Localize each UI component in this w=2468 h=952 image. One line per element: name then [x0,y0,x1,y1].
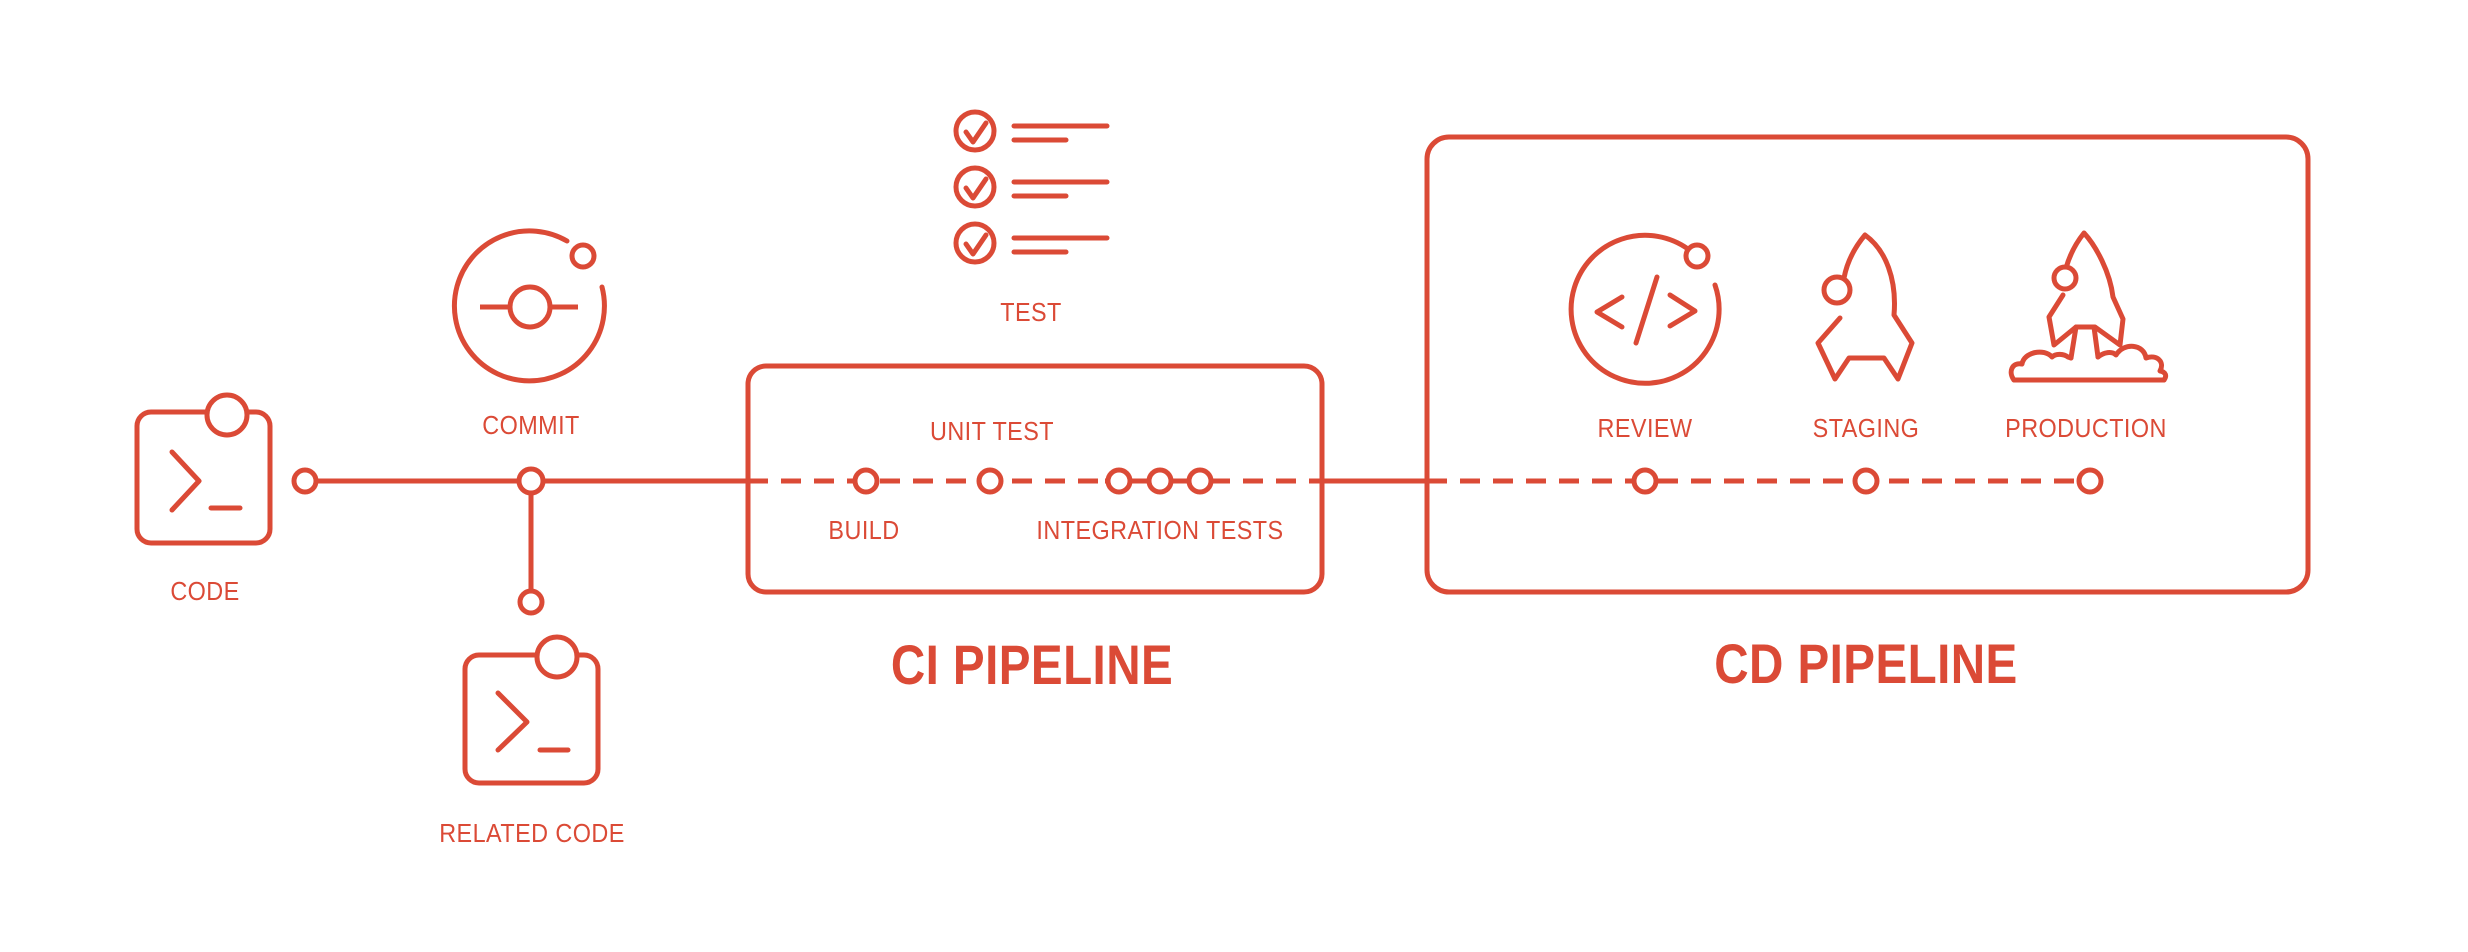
cd-pipeline-box [1424,134,2311,595]
check-mark-icon [963,232,989,257]
code-prompt-chevron [169,449,202,513]
staging-node [1852,467,1880,495]
commit-center-circle [507,284,553,330]
staging-label: STAGING [1813,415,1920,443]
production-node [2076,467,2104,495]
unit-test-label: UNIT TEST [930,418,1054,446]
integration-node-1 [1105,467,1133,495]
test-label: TEST [1000,299,1062,327]
related-code-label: RELATED CODE [439,820,625,848]
staging-rocket-icon [1815,232,1915,382]
commit-label: COMMIT [482,412,580,440]
review-slash [1633,274,1660,346]
related-code-terminal-icon [462,634,601,786]
review-code-orbit-icon [1568,232,1722,386]
checklist-row-2 [953,165,1110,209]
commit-orbit-arc [451,228,607,384]
staging-rocket-body [1815,232,1915,382]
integration-node-2 [1146,467,1174,495]
test-checklist-icon [953,109,1110,265]
related-code-window [462,652,601,786]
check-mark-icon [963,176,989,201]
related-code-prompt-chevron [495,690,530,753]
review-orbit-arc [1568,232,1722,386]
production-rocket-icon [2008,230,2169,383]
staging-rocket-window [1821,274,1853,306]
code-label: CODE [170,578,239,606]
production-exhaust-left [2068,324,2079,361]
build-node [852,467,880,495]
production-rocket-body [2046,230,2126,348]
production-rocket-window [2051,264,2079,292]
pipeline-track [291,466,2104,616]
review-node [1631,467,1659,495]
production-label: PRODUCTION [2005,415,2167,443]
check-mark-icon [963,120,989,145]
production-exhaust-right [2091,324,2101,360]
production-cloud-right [2095,343,2169,383]
code-terminal-icon [134,392,273,546]
build-label: BUILD [828,517,899,545]
review-right-bracket [1667,292,1698,329]
cd-pipeline-label: CD PIPELINE [1714,633,2017,695]
commit-satellite-circle [569,242,597,270]
production-cloud-left [2008,349,2074,383]
related-code-pin-circle [534,634,580,680]
code-pin-circle [204,392,250,438]
check-circle-icon [953,109,997,153]
ci-pipeline-box [745,363,1325,595]
review-label: REVIEW [1598,415,1693,443]
branch-node [517,588,545,616]
ci-pipeline-label: CI PIPELINE [891,634,1173,696]
track-start-node [291,467,319,495]
check-circle-icon [953,165,997,209]
review-satellite-circle [1683,242,1711,270]
checklist-row-3 [953,221,1110,265]
unit-test-node [976,467,1004,495]
review-left-bracket [1594,294,1625,330]
code-window [134,409,273,546]
checklist-row-1 [953,109,1110,153]
integration-node-3 [1186,467,1214,495]
check-circle-icon [953,221,997,265]
commit-orbit-icon [451,228,607,384]
commit-node [516,466,546,496]
integration-tests-label: INTEGRATION TESTS [1036,517,1283,545]
